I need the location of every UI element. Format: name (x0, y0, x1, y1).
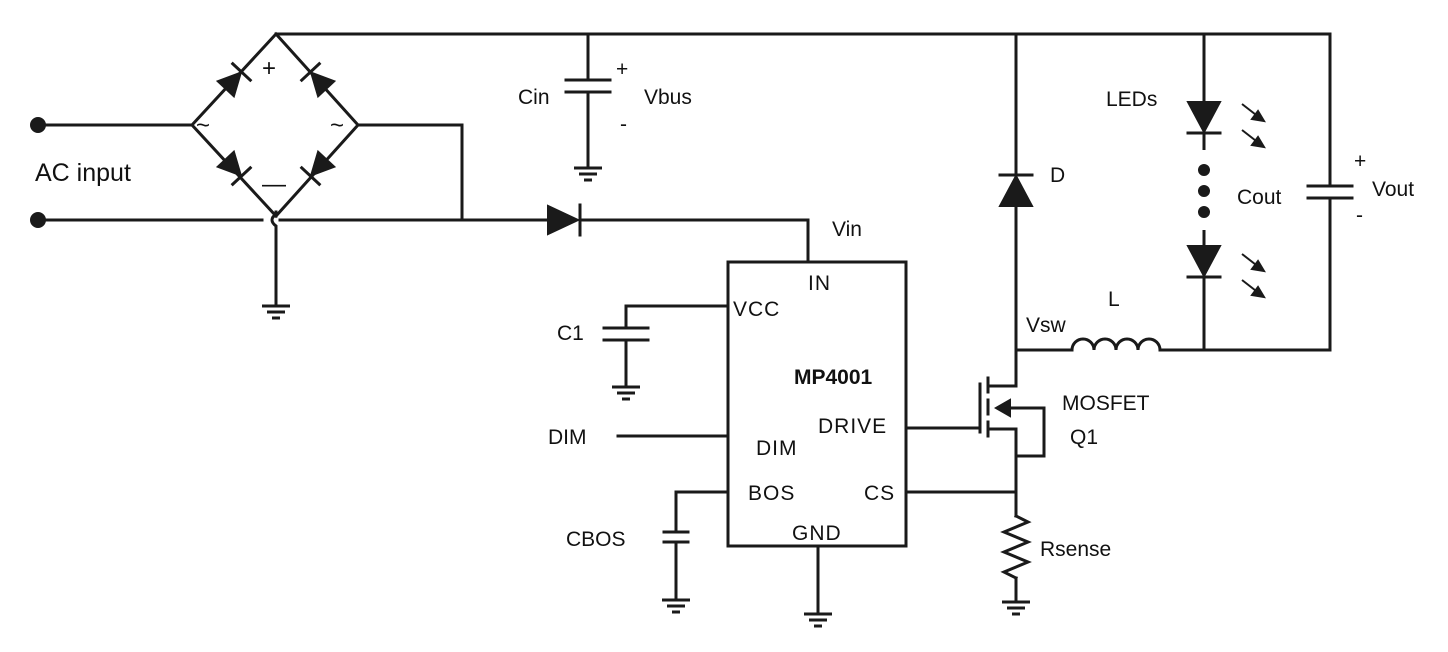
d-label: D (1050, 164, 1065, 187)
led-ellipsis-dot (1198, 164, 1210, 176)
pin-vcc-label: VCC (733, 298, 780, 321)
vin-diode (547, 203, 582, 237)
vbus-label: Vbus (644, 86, 692, 109)
leds-label: LEDs (1106, 88, 1157, 111)
mosfet-q1: MOSFET Q1 (904, 348, 1150, 518)
pin-dim-label: DIM (756, 437, 798, 460)
ic-name: MP4001 (794, 366, 873, 389)
cin-label: Cin (518, 86, 550, 109)
pin-in-label: IN (808, 272, 831, 295)
ac-input: AC input (30, 117, 264, 228)
cout-plus-label: + (1354, 150, 1366, 173)
pin-bos-label: BOS (748, 482, 795, 505)
led-string: LEDs (1106, 32, 1266, 352)
rsense-label: Rsense (1040, 538, 1111, 561)
freewheel-diode: D (998, 32, 1065, 352)
cout-capacitor: Cout + - Vout (1237, 32, 1414, 352)
mosfet-label: MOSFET (1062, 392, 1150, 415)
cin-plus-label: + (616, 58, 628, 81)
bridge-diode-3 (215, 149, 253, 187)
cout-minus-label: - (1356, 204, 1363, 227)
led-light-arrows-bottom (1241, 253, 1266, 299)
led-light-arrows-top (1241, 103, 1266, 149)
pin-gnd-label: GND (792, 522, 842, 545)
dim-input-label: DIM (548, 426, 587, 449)
l-label: L (1108, 288, 1120, 311)
bridge-plus-label: + (262, 55, 276, 82)
bridge-diode-1 (215, 61, 253, 99)
pin-drive-label: DRIVE (818, 415, 887, 438)
pin-cs-label: CS (864, 482, 895, 505)
c1-label: C1 (557, 322, 584, 345)
cbos-label: CBOS (566, 528, 626, 551)
rsense-resistor: Rsense (1000, 513, 1111, 616)
bridge-minus-label: — (262, 171, 286, 198)
mp4001-ic: MP4001 IN VCC DIM BOS DRIVE CS GND (726, 260, 908, 548)
vin-label: Vin (832, 218, 862, 241)
cin-minus-label: - (620, 113, 627, 136)
q1-label: Q1 (1070, 426, 1098, 449)
inductor-l: L Vsw (1014, 288, 1332, 352)
bridge-rectifier: + ~ ~ — (189, 31, 361, 320)
bridge-diode-4 (299, 149, 337, 187)
bridge-ac-right-label: ~ (330, 112, 344, 139)
cin-capacitor: Cin + - Vbus (518, 32, 692, 182)
ac-input-label: AC input (35, 159, 131, 187)
cbos-capacitor: CBOS (566, 490, 730, 614)
vout-label: Vout (1372, 178, 1414, 201)
cout-label: Cout (1237, 186, 1282, 209)
vsw-label: Vsw (1026, 314, 1067, 337)
led-ellipsis-dot (1198, 185, 1210, 197)
led-ellipsis-dot (1198, 206, 1210, 218)
bridge-ac-left-label: ~ (196, 112, 210, 139)
c1-capacitor: C1 (557, 304, 730, 401)
bridge-diode-2 (299, 61, 337, 99)
